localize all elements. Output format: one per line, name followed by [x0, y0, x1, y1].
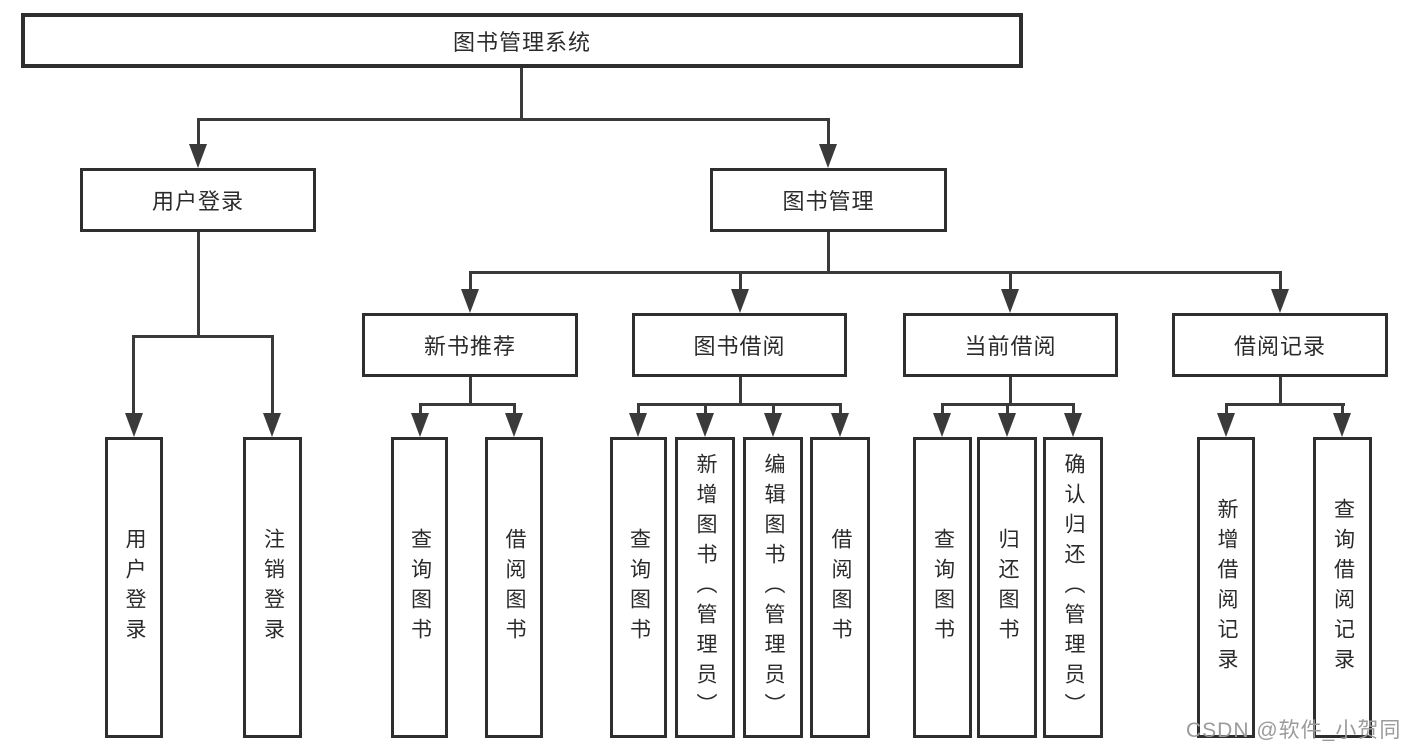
arrow-down-icon	[461, 289, 479, 313]
arrow-down-icon	[189, 144, 207, 168]
arrow-down-icon	[764, 413, 782, 437]
csdn-watermark: CSDN @软件_小贺同学	[1186, 719, 1402, 742]
connector-line	[1341, 403, 1344, 417]
node-user-login: 用户登录	[80, 168, 316, 232]
connector-line	[1009, 377, 1012, 405]
leaf-add-books-admin: 新增图书（管理员）	[675, 437, 735, 738]
leaf-logout: 注销登录	[243, 437, 302, 738]
arrow-down-icon	[998, 413, 1016, 437]
leaf-user-login: 用户登录	[105, 437, 163, 738]
leaf-borrow-books: 借阅图书	[810, 437, 870, 738]
leaf-query-borrow-record: 查询借阅记录	[1313, 437, 1372, 738]
arrow-down-icon	[1271, 289, 1289, 313]
leaf-recommend-borrow-books: 借阅图书	[485, 437, 543, 738]
connector-line	[197, 232, 200, 338]
connector-line	[1279, 271, 1282, 295]
leaf-edit-books-admin: 编辑图书（管理员）	[743, 437, 803, 738]
node-root: 图书管理系统	[21, 13, 1023, 68]
node-current-borrow: 当前借阅	[903, 313, 1118, 377]
arrow-down-icon	[731, 289, 749, 313]
connector-line	[637, 403, 842, 406]
connector-line	[827, 118, 830, 148]
leaf-confirm-return-admin: 确认归还（管理员）	[1043, 437, 1103, 738]
node-book-borrow: 图书借阅	[632, 313, 847, 377]
arrow-down-icon	[1064, 413, 1082, 437]
connector-line	[132, 335, 135, 415]
connector-line	[520, 68, 523, 120]
arrow-down-icon	[696, 413, 714, 437]
arrow-down-icon	[1217, 413, 1235, 437]
connector-line	[1279, 377, 1282, 405]
arrow-down-icon	[411, 413, 429, 437]
connector-line	[1009, 271, 1012, 295]
arrow-down-icon	[1333, 413, 1351, 437]
connector-line	[739, 271, 742, 295]
node-new-book-recommend: 新书推荐	[362, 313, 578, 377]
arrow-down-icon	[831, 413, 849, 437]
node-borrow-records: 借阅记录	[1172, 313, 1388, 377]
connector-line	[637, 403, 640, 417]
connector-line	[1225, 403, 1228, 417]
arrow-down-icon	[819, 144, 837, 168]
connector-line	[513, 403, 516, 417]
connector-line	[132, 335, 274, 338]
node-book-management: 图书管理	[710, 168, 947, 232]
connector-line	[469, 377, 472, 405]
leaf-return-books: 归还图书	[977, 437, 1037, 738]
leaf-borrow-query-books: 查询图书	[610, 437, 667, 738]
connector-line	[419, 403, 516, 406]
connector-line	[941, 403, 944, 417]
connector-line	[469, 271, 1282, 274]
leaf-current-query-books: 查询图书	[913, 437, 972, 738]
connector-line	[839, 403, 842, 417]
leaf-recommend-query-books: 查询图书	[391, 437, 448, 738]
connector-line	[772, 403, 775, 417]
connector-line	[197, 118, 200, 148]
connector-line	[271, 335, 274, 415]
connector-line	[469, 271, 472, 295]
arrow-down-icon	[263, 413, 281, 437]
connector-line	[1225, 403, 1345, 406]
connector-line	[197, 118, 830, 121]
connector-line	[419, 403, 422, 417]
leaf-add-borrow-record: 新增借阅记录	[1197, 437, 1255, 738]
arrow-down-icon	[505, 413, 523, 437]
arrow-down-icon	[933, 413, 951, 437]
arrow-down-icon	[629, 413, 647, 437]
connector-line	[739, 377, 742, 405]
connector-line	[1006, 403, 1009, 417]
connector-line	[704, 403, 707, 417]
connector-line	[1072, 403, 1075, 417]
arrow-down-icon	[1001, 289, 1019, 313]
connector-line	[827, 232, 830, 273]
arrow-down-icon	[125, 413, 143, 437]
